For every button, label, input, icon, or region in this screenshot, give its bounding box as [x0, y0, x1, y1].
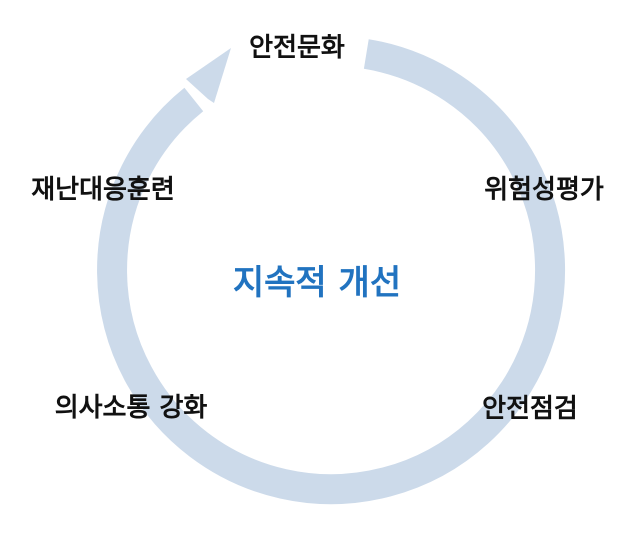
center-label: 지속적 개선 [232, 263, 402, 303]
node-drill: 재난대응훈련 [31, 175, 175, 205]
node-inspection: 안전점검 [482, 394, 578, 424]
cycle-arrowhead [186, 48, 231, 103]
cycle-arc [97, 39, 566, 505]
node-risk: 위험성평가 [484, 175, 604, 205]
node-communication: 의사소통 강화 [54, 393, 208, 423]
node-culture: 안전문화 [249, 33, 345, 63]
